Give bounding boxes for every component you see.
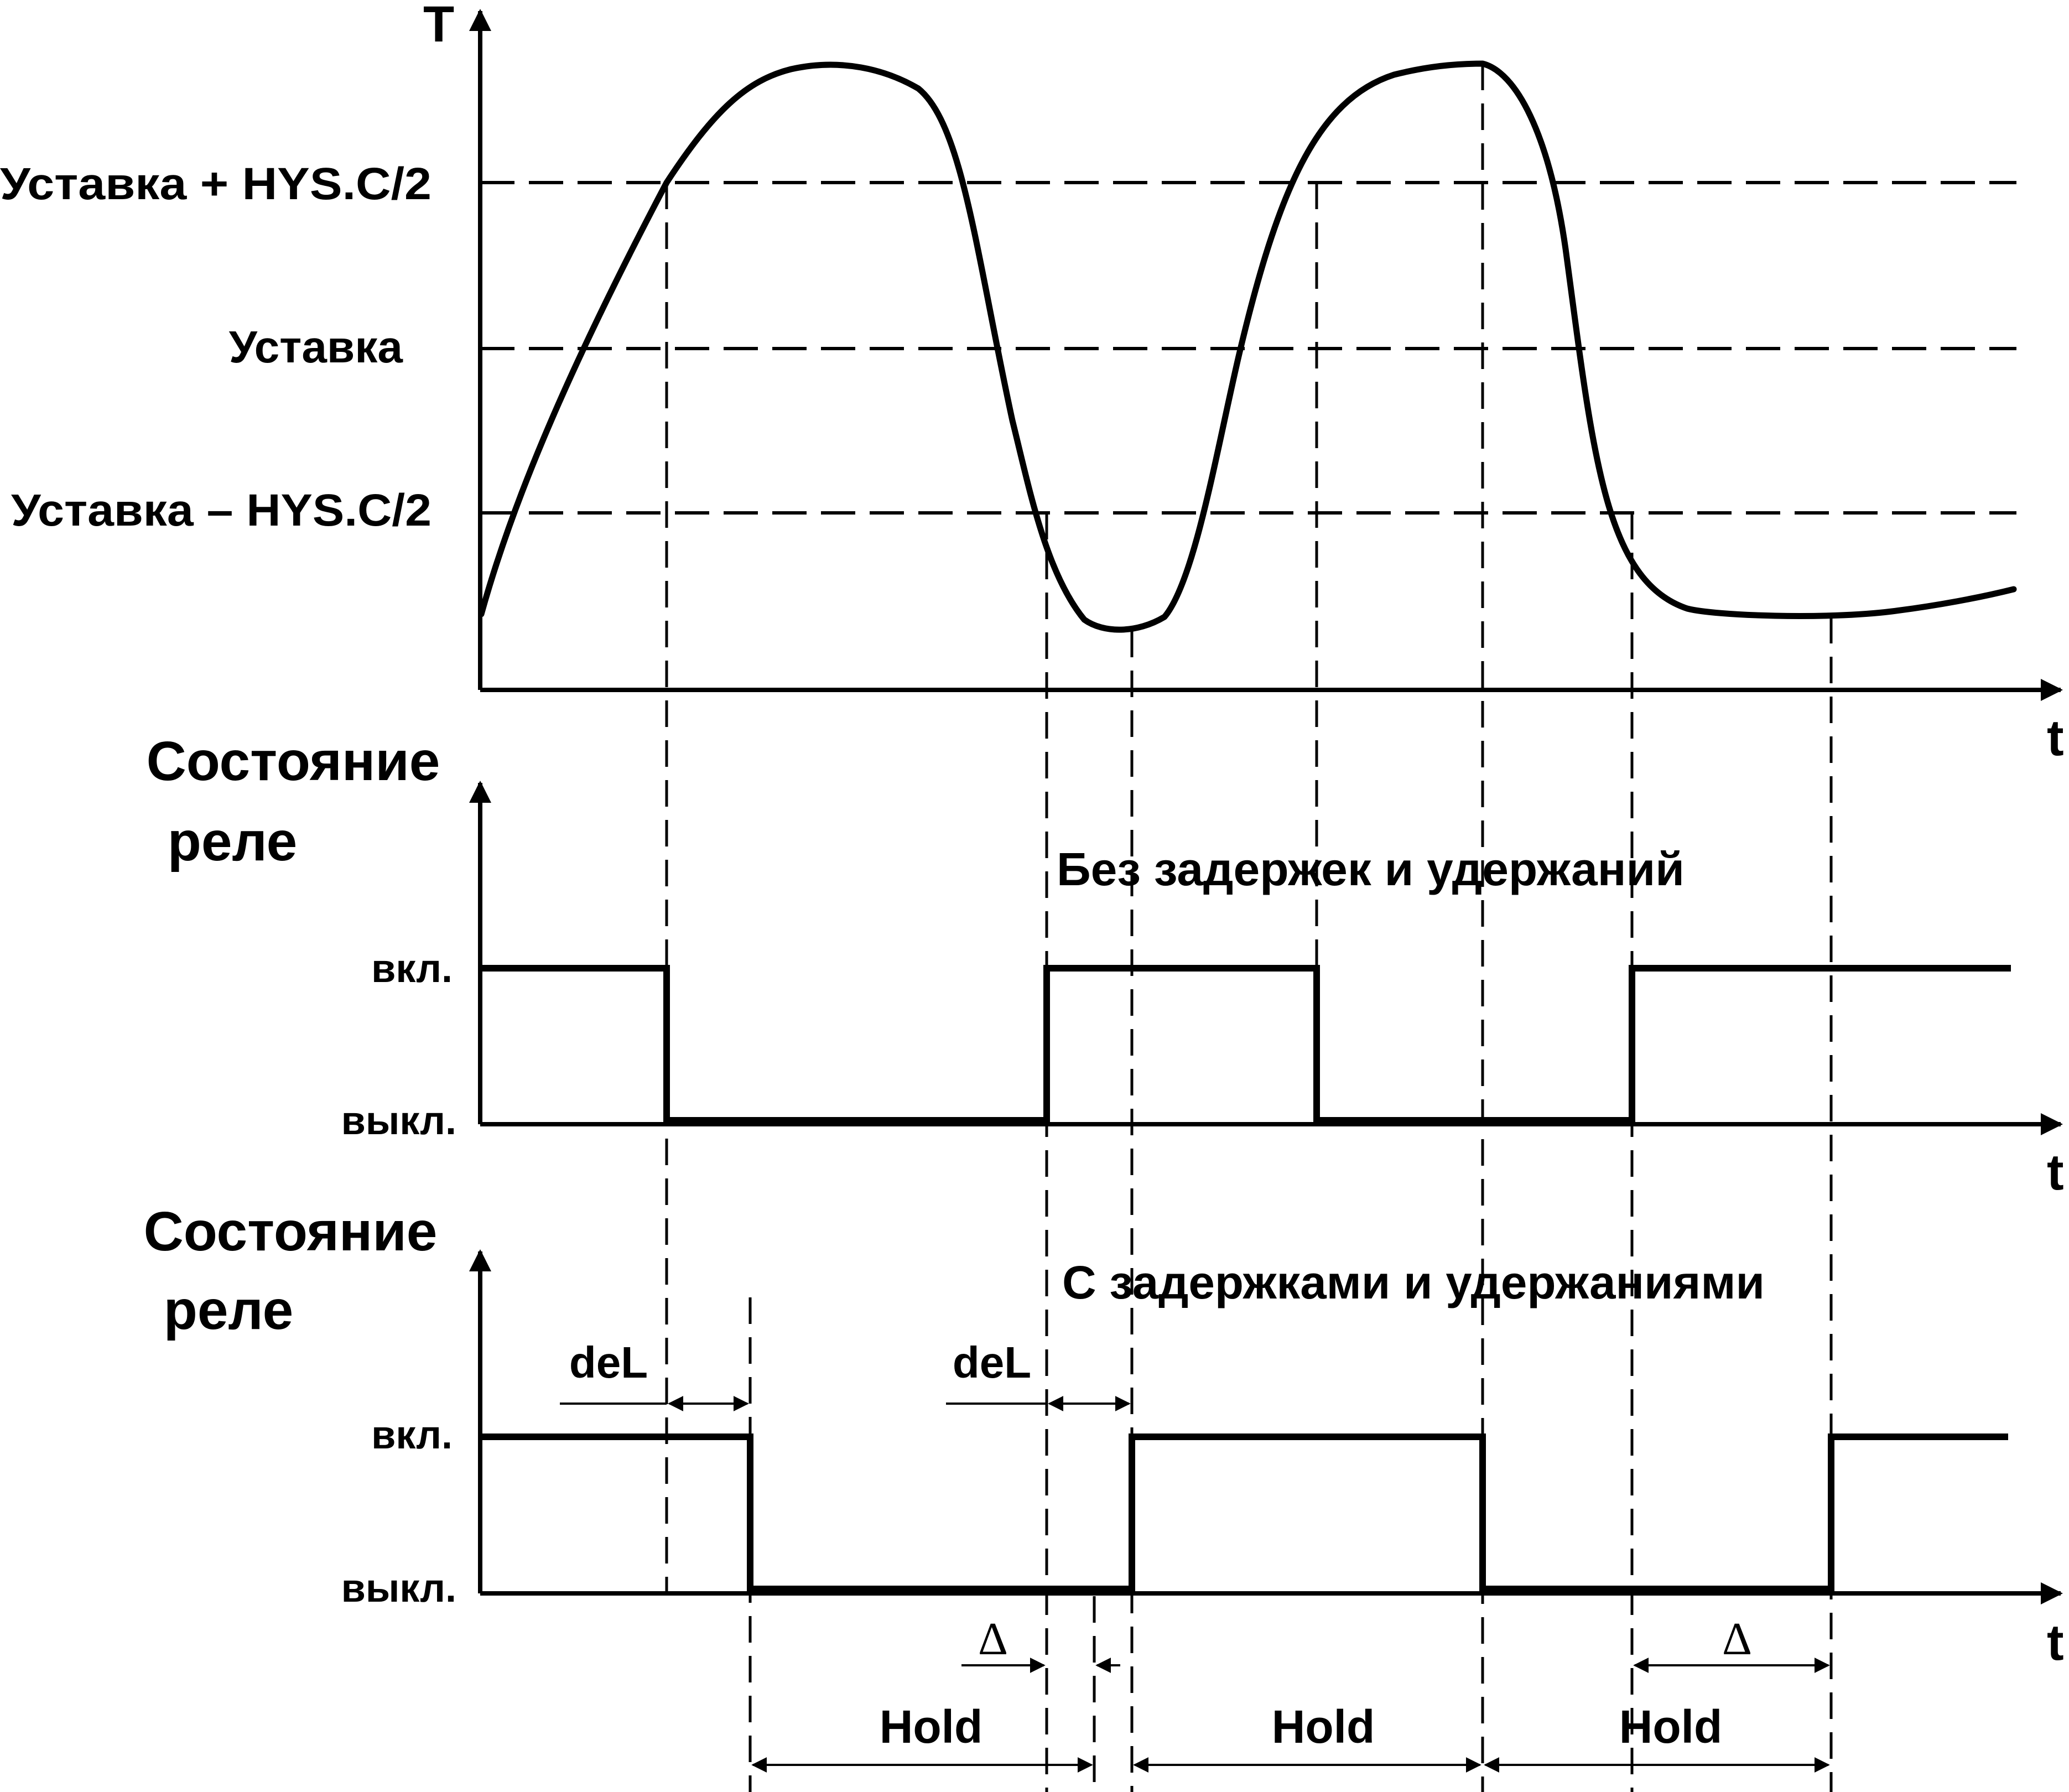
- upper-threshold-label: Уставка + HYS.C/2: [0, 159, 432, 209]
- relay-no-delay-signal: [480, 965, 2011, 1124]
- relay-no-delay-on-label: вкл.: [371, 947, 453, 991]
- vertical-guides: [665, 64, 1833, 1792]
- relay-with-delay-title-line2: реле: [164, 1279, 294, 1341]
- hold-label: Hold: [1619, 1701, 1723, 1753]
- setpoint-label: Уставка: [229, 322, 404, 372]
- relay-with-delay-x-axis-label: t: [2047, 1614, 2064, 1671]
- relay-with-delay-title-line1: Состояние: [144, 1201, 438, 1263]
- del-label: deL: [569, 1338, 648, 1387]
- lower-threshold-label: Уставка – HYS.C/2: [11, 485, 432, 536]
- relay-no-delay-caption: Без задержек и удержаний: [1057, 843, 1685, 895]
- relay-no-delay-off-label: выкл.: [341, 1099, 456, 1143]
- temperature-graph: T t Уставка + HYS.C/2 Уставка Уставка – …: [0, 0, 2064, 766]
- relay-with-delay-graph: Состояние реле С задержками и удержаниям…: [144, 1201, 2064, 1773]
- temperature-curve: [478, 60, 2017, 633]
- hold-label: Hold: [1272, 1701, 1375, 1753]
- temperature-y-axis-label: T: [423, 0, 454, 53]
- relay-with-delay-off-label: выкл.: [341, 1566, 456, 1611]
- delta-label: Δ: [978, 1613, 1008, 1665]
- relay-no-delay-title-line2: реле: [168, 811, 298, 872]
- temperature-x-axis-label: t: [2047, 710, 2064, 766]
- relay-with-delay-signal: [480, 1433, 2008, 1592]
- relay-no-delay-x-axis-label: t: [2047, 1144, 2064, 1201]
- delta-label: Δ: [1722, 1613, 1752, 1665]
- relay-with-delay-on-label: вкл.: [371, 1413, 453, 1457]
- del-label: deL: [953, 1338, 1031, 1387]
- hold-label: Hold: [880, 1701, 983, 1753]
- relay-with-delay-caption: С задержками и удержаниями: [1062, 1256, 1765, 1308]
- relay-no-delay-graph: Состояние реле Без задержек и удержаний …: [147, 730, 2064, 1201]
- relay-no-delay-title-line1: Состояние: [147, 730, 440, 792]
